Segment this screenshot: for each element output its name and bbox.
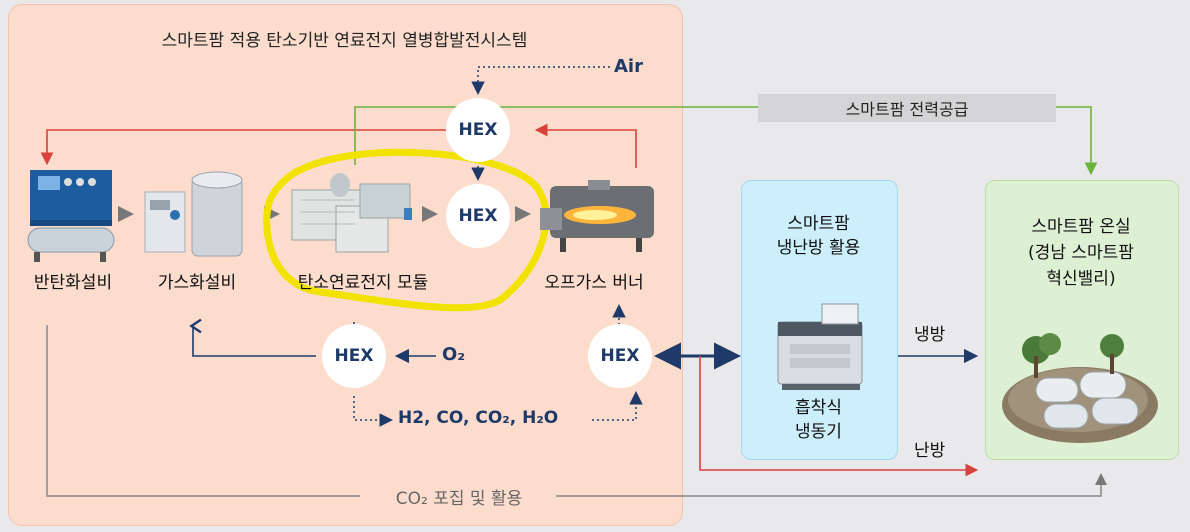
chiller-machine bbox=[777, 303, 863, 390]
heating-label: 난방 bbox=[914, 441, 946, 461]
products-label: H2, CO, CO₂, H₂O bbox=[398, 408, 559, 428]
hex-middle: HEX bbox=[446, 184, 510, 248]
hex-top: HEX bbox=[446, 98, 510, 162]
hvac-title: 스마트팜 냉난방 활용 bbox=[741, 212, 896, 260]
gasification-label: 가스화설비 bbox=[157, 273, 237, 293]
carbon-conversion-label: 반탄화설비 bbox=[33, 273, 113, 293]
air-label: Air bbox=[614, 56, 643, 77]
hex-o2: HEX bbox=[322, 324, 386, 388]
o2-label: O₂ bbox=[442, 344, 466, 365]
greenhouse-line2: (경남 스마트팜 bbox=[1028, 243, 1134, 263]
gasification-machine bbox=[144, 171, 243, 257]
cooling-label: 냉방 bbox=[914, 325, 946, 345]
greenhouse-image bbox=[1002, 333, 1158, 443]
fuel-cell-machine bbox=[291, 173, 412, 253]
hex-right: HEX bbox=[588, 324, 652, 388]
co2-capture-label: CO₂ 포집 및 활용 bbox=[395, 489, 523, 509]
chiller-line2: 냉동기 bbox=[795, 422, 842, 442]
offgas-burner-label: 오프가스 버너 bbox=[544, 273, 644, 293]
offgas-burner-machine bbox=[540, 180, 654, 252]
greenhouse-line3: 혁신밸리) bbox=[1046, 269, 1116, 289]
hvac-title-line1: 스마트팜 bbox=[787, 214, 850, 234]
greenhouse-title: 스마트팜 온실 (경남 스마트팜 혁신밸리) bbox=[985, 214, 1177, 292]
chiller-line1: 흡착식 bbox=[795, 398, 842, 418]
system-panel bbox=[8, 4, 683, 526]
carbon-conversion-machine bbox=[27, 170, 115, 262]
greenhouse-line1: 스마트팜 온실 bbox=[1031, 217, 1131, 237]
hvac-title-line2: 냉난방 활용 bbox=[776, 238, 861, 258]
power-supply-label: 스마트팜 전력공급 bbox=[758, 94, 1056, 122]
system-title: 스마트팜 적용 탄소기반 연료전지 열병합발전시스템 bbox=[161, 31, 528, 51]
fuel-cell-label: 탄소연료전지 모듈 bbox=[297, 273, 429, 293]
hvac-box bbox=[741, 180, 898, 460]
chiller-label: 흡착식 냉동기 bbox=[741, 396, 896, 444]
